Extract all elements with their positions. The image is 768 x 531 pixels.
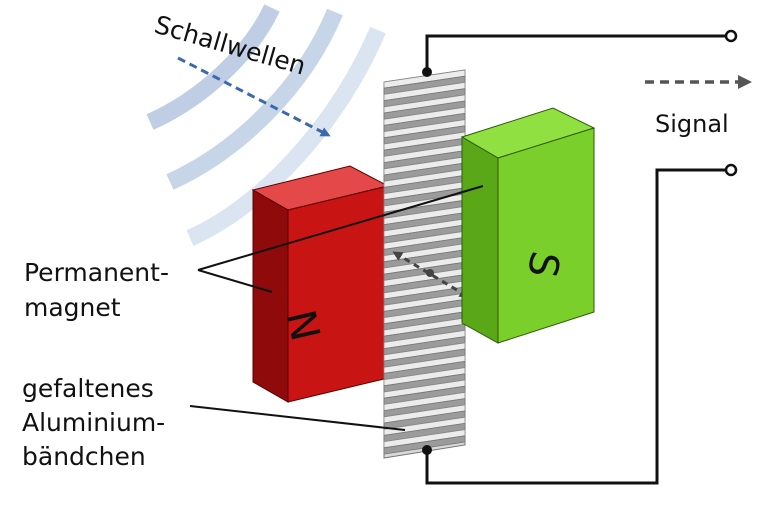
top-terminal [724, 29, 738, 43]
magnet-label-line1: Permanent- [24, 258, 169, 287]
ribbon-label-line1: gefaltenes [22, 374, 154, 403]
magnet-leader-north [197, 269, 273, 293]
vibration-center-dot [426, 269, 434, 277]
ribbon-fold-dark [383, 435, 466, 455]
sound-wave-arc [186, 26, 386, 246]
south-magnet-right-side [497, 127, 595, 344]
signal-wires [425, 34, 728, 485]
magnet-label-line2: magnet [24, 293, 121, 322]
sound-wave-arc [166, 8, 343, 190]
ribbon-label-line3: bändchen [22, 442, 146, 471]
vibration-arrow [392, 251, 470, 298]
ribbon-label-line2: Aluminium- [22, 408, 165, 437]
ribbon-bottom-contact [422, 445, 432, 455]
sound-wave-arc [146, 4, 280, 130]
south-magnet-front [461, 136, 499, 344]
ribbon-folds [383, 69, 466, 455]
north-magnet: N [251, 165, 390, 403]
north-magnet-left-side [252, 189, 289, 403]
top-wire [425, 34, 728, 72]
ribbon-leader [189, 405, 406, 431]
bottom-terminal [724, 163, 738, 177]
aluminium-ribbon [383, 69, 466, 459]
leader-lines [189, 185, 484, 431]
bottom-wire [425, 168, 728, 485]
south-magnet: S [460, 107, 596, 344]
magnet-leader-south [197, 185, 484, 271]
signal-label: Signal [655, 110, 729, 138]
ribbon-top-contact [422, 67, 432, 77]
sound-direction-arrow [177, 56, 331, 137]
sound-waves [146, 4, 386, 246]
